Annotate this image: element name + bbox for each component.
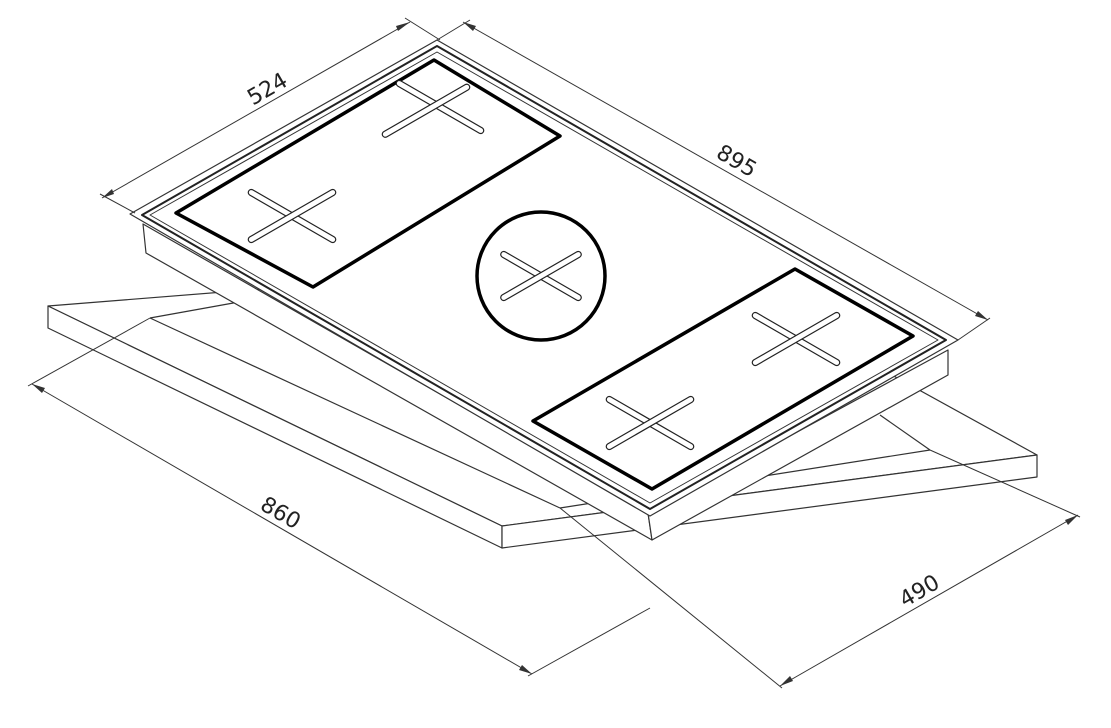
ext-cutout-depth-b	[929, 449, 1081, 518]
ext-cutout-depth-a	[559, 507, 783, 689]
ext-hob-depth-a	[99, 193, 136, 214]
ext-cutout-width-a	[27, 317, 151, 387]
dimension-lines	[27, 17, 1081, 689]
dim-line-hob-depth	[101, 21, 411, 199]
flex-zone-left	[174, 58, 562, 289]
dim-line-hob-width	[462, 21, 989, 321]
cutout-inner-edge-a	[149, 317, 561, 509]
zone-marker-right-top	[751, 311, 841, 367]
zone-marker-left-top	[381, 79, 485, 138]
dim-label-hob-width: 895	[712, 140, 761, 183]
dim-line-cutout-depth	[779, 514, 1079, 687]
zone-marker-left-bottom	[247, 188, 337, 244]
cooking-zones	[174, 58, 915, 491]
ext-hob-depth-b	[404, 17, 441, 41]
round-zone-center	[475, 210, 607, 342]
hob-glass-inner	[141, 45, 947, 510]
dim-label-cutout-depth: 490	[895, 570, 944, 613]
flex-zone-right	[531, 267, 915, 491]
dim-line-cutout-width	[31, 383, 533, 675]
cutout-inner-edge-d	[879, 414, 931, 451]
zone-marker-center	[500, 250, 582, 302]
zone-markers	[247, 79, 841, 451]
ext-cutout-width-b	[527, 607, 651, 677]
hob-glass-inner-2	[149, 51, 939, 504]
hob-skirt-right	[647, 349, 949, 541]
dimension-arrowheads	[32, 22, 1078, 686]
dim-label-hob-depth: 524	[243, 68, 292, 111]
ext-hob-width-b	[957, 317, 991, 341]
zone-marker-right-bottom	[605, 395, 695, 451]
